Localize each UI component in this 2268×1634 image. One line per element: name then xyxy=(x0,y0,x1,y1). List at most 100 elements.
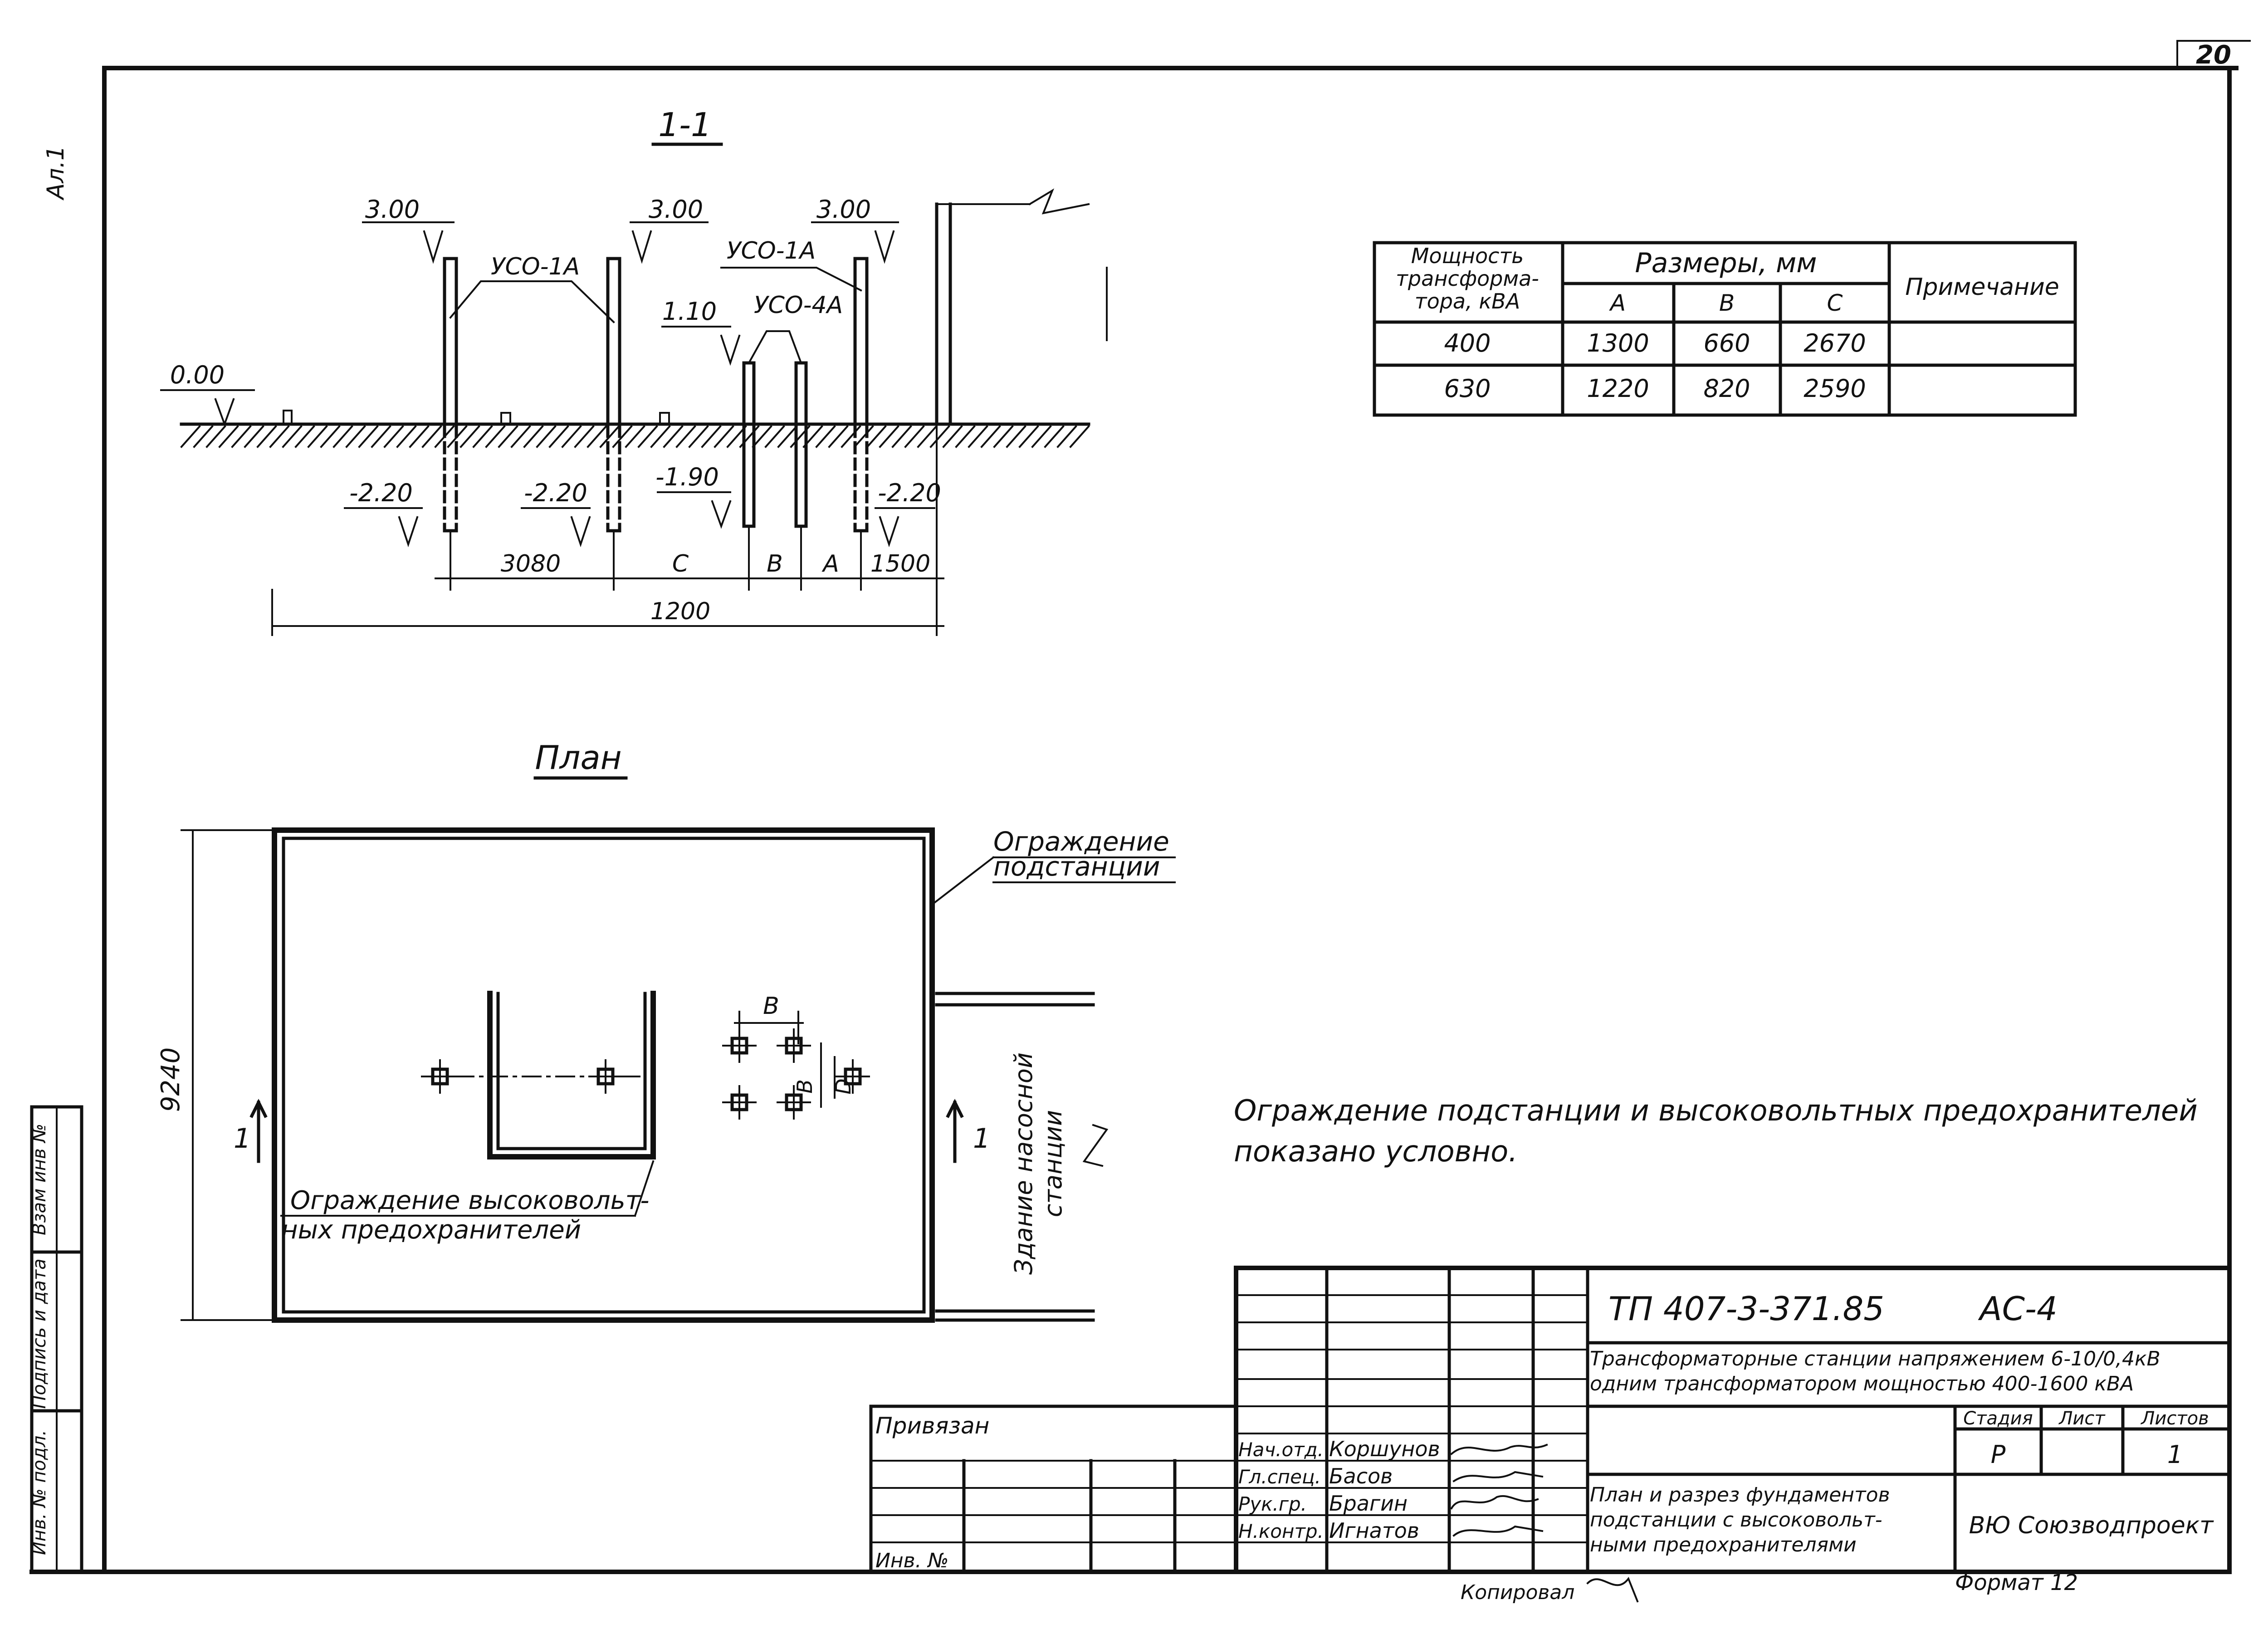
hatch-line xyxy=(561,425,582,448)
hatch-line xyxy=(498,425,518,448)
plan-title: План xyxy=(535,739,621,777)
hatch-line xyxy=(917,425,938,448)
dim-b-top: В xyxy=(763,993,779,1020)
table-cell: 820 xyxy=(1703,374,1750,403)
hatch-line xyxy=(599,425,620,448)
hatch-line xyxy=(904,425,925,448)
fence-label-1: Ограждение xyxy=(993,826,1169,857)
hatch-line xyxy=(587,425,607,448)
fuse-fence-label-2: ных предохранителей xyxy=(281,1215,581,1245)
section-title: 1-1 xyxy=(658,106,712,144)
mark-uso1a-left: УСО-1А xyxy=(491,253,580,280)
mark-uso1a-right: УСО-1А xyxy=(727,237,816,264)
level-top-right: 3.00 xyxy=(816,195,871,224)
dim-a: А xyxy=(821,550,839,577)
inv-no-label: Инв. № xyxy=(875,1549,948,1572)
table-cell: 2590 xyxy=(1804,374,1866,403)
support-marks xyxy=(423,1028,870,1120)
hatch-line xyxy=(955,425,976,448)
hatch-line xyxy=(371,425,391,448)
table-cell: 660 xyxy=(1703,329,1750,357)
role-label: Рук.гр. xyxy=(1238,1493,1307,1515)
dim-1500: 1500 xyxy=(870,550,930,577)
th-note: Примечание xyxy=(1905,274,2059,301)
hatch-line xyxy=(879,425,899,448)
hatch-line xyxy=(828,425,849,448)
hatch-line xyxy=(282,425,303,448)
level-fuse-top: 1.10 xyxy=(662,297,717,326)
hatch-line xyxy=(637,425,658,448)
format-label: Формат 12 xyxy=(1955,1570,2078,1595)
hatch-line xyxy=(548,425,569,448)
hatch-line xyxy=(294,425,315,448)
hatch-line xyxy=(815,425,836,448)
hatch-line xyxy=(205,425,226,448)
copier-signature xyxy=(1586,1576,1639,1603)
hatch-line xyxy=(1018,425,1039,448)
th-power-1: Мощность xyxy=(1411,244,1524,268)
hatch-line xyxy=(714,425,734,448)
level-bottom-fuse: -1.90 xyxy=(655,463,719,491)
th-a: А xyxy=(1609,290,1626,316)
hatch-line xyxy=(663,425,684,448)
doc-code: ТП 407-3-371.85 xyxy=(1608,1290,1884,1328)
fence-label-2: подстанции xyxy=(993,851,1160,882)
hatch-line xyxy=(701,425,722,448)
hatch-line xyxy=(269,425,290,448)
section-mark-left: 1 xyxy=(234,1123,251,1155)
hatch-line xyxy=(231,425,252,448)
stamp-label-sign: Подпись и дата xyxy=(29,1258,50,1409)
note-line-1: Ограждение подстанции и высоковольтных п… xyxy=(1234,1094,2198,1128)
th-c: С xyxy=(1827,290,1843,316)
organization: ВЮ Союзводпроект xyxy=(1969,1512,2214,1539)
role-name: Игнатов xyxy=(1329,1518,1419,1543)
role-name: Коршунов xyxy=(1329,1437,1440,1461)
hatch-line xyxy=(1031,425,1052,448)
drawing-line-3: ными предохранителями xyxy=(1590,1533,1857,1556)
hatch-line xyxy=(510,425,531,448)
stage-label: Стадия xyxy=(1963,1408,2033,1429)
hatch-line xyxy=(688,425,709,448)
building-label-1: Здание насосной xyxy=(1009,1052,1038,1275)
th-power-2: трансформа- xyxy=(1396,266,1539,291)
hatch-line xyxy=(472,425,493,448)
hatch-line xyxy=(993,425,1014,448)
signature-scribbles xyxy=(1450,1443,1548,1537)
stamp-label-inv: Инв. № подл. xyxy=(29,1430,50,1555)
hatch-line xyxy=(320,425,341,448)
table-cell: 2670 xyxy=(1804,329,1866,357)
hatch-line xyxy=(612,425,633,448)
role-name: Брагин xyxy=(1329,1491,1408,1516)
drawing-line-2: подстанции с высоковольт- xyxy=(1590,1508,1882,1531)
hatch-line xyxy=(256,425,277,448)
hatch-line xyxy=(764,425,785,448)
ground-hatch xyxy=(180,425,1090,448)
hatch-line xyxy=(574,425,595,448)
project-line-1: Трансформаторные станции напряжением 6-1… xyxy=(1590,1347,2160,1370)
hatch-line xyxy=(421,425,442,448)
sheets-label: Листов xyxy=(2140,1408,2209,1429)
left-stamp xyxy=(30,1105,83,1574)
hatch-line xyxy=(523,425,544,448)
level-ground: 0.00 xyxy=(170,361,225,389)
drawing-line-1: План и разрез фундаментов xyxy=(1590,1483,1890,1507)
stamp-label-replace: Взам инв № xyxy=(29,1124,50,1235)
sheet-frame xyxy=(29,40,2251,1574)
sizes-table xyxy=(1373,241,2077,417)
role-name: Басов xyxy=(1329,1464,1393,1488)
hatch-line xyxy=(853,425,874,448)
fuse-fence-label-1: Ограждение высоковольт- xyxy=(290,1186,650,1215)
table-cell: 1300 xyxy=(1587,329,1649,357)
hatch-line xyxy=(777,425,798,448)
dim-b-side: В xyxy=(792,1079,817,1094)
hatch-line xyxy=(218,425,239,448)
dim-total: 1200 xyxy=(650,598,710,625)
page-number: 20 xyxy=(2196,40,2231,70)
hatch-line xyxy=(1044,425,1065,448)
plan-view: План 9240 1 1 В В xyxy=(156,739,1176,1323)
note-line-2: показано условно. xyxy=(1234,1135,1518,1169)
hatch-line xyxy=(929,425,950,448)
privyazan-label: Привязан xyxy=(875,1413,989,1439)
hatch-line xyxy=(1056,425,1077,448)
hatch-line xyxy=(1069,425,1090,448)
